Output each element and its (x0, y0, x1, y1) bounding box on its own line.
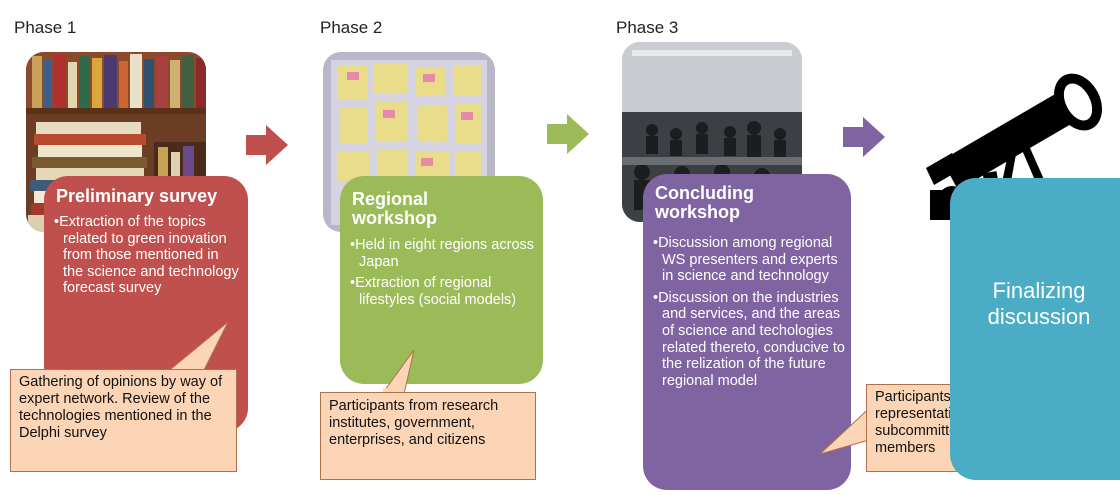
phase-3-bullet: Discussion among regional WS presenters … (653, 235, 845, 285)
phase-3-bullets: Discussion among regional WS presenters … (653, 235, 845, 394)
phase-3-title: Concluding workshop (655, 183, 754, 222)
phase-1-callout: Gathering of opinions by way of expert n… (10, 369, 237, 472)
phase-2-callout-tail (381, 349, 415, 396)
phase-2-title: Regional workshop (352, 189, 438, 228)
final-title: Finalizing discussion (987, 278, 1091, 329)
phase-1-label: Phase 1 (14, 18, 77, 37)
phase-2-bullets: Held in eight regions across Japan Extra… (350, 237, 534, 313)
final-card: Finalizing discussion (950, 178, 1120, 480)
phase-2-callout: Participants from research institutes, g… (320, 392, 536, 480)
arrow-right-icon (246, 125, 288, 165)
arrow-right-icon (843, 117, 885, 157)
phase-1-bullet: Extraction of the topics related to gree… (54, 214, 240, 297)
arrow-right-icon (547, 114, 589, 154)
phase-1-bullets: Extraction of the topics related to gree… (54, 214, 240, 302)
phase-2-bullet: Extraction of regional lifestyles (socia… (350, 275, 534, 308)
phase-1-title: Preliminary survey (56, 186, 218, 206)
phase-2-bullet: Held in eight regions across Japan (350, 237, 534, 270)
phase-2-label: Phase 2 (320, 18, 383, 37)
phase-3-bullet: Discussion on the industries and service… (653, 290, 845, 390)
phase-2-card: Regional workshop Held in eight regions … (340, 176, 543, 384)
phase-3-card: Concluding workshop Discussion among reg… (643, 174, 851, 490)
phase-3-label: Phase 3 (616, 18, 679, 37)
